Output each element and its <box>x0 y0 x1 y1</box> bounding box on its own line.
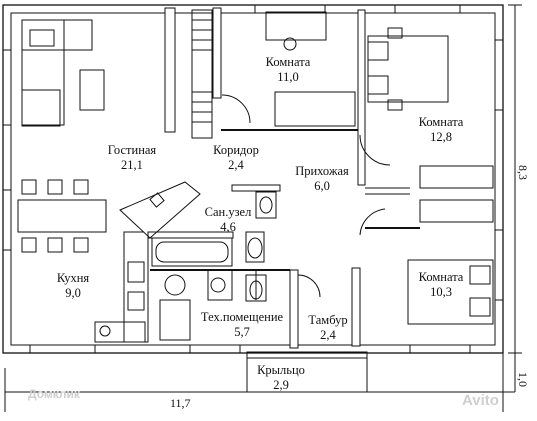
toilet <box>245 231 265 263</box>
room-name: Прихожая <box>295 164 349 178</box>
room-name: Комната <box>418 270 464 284</box>
room-name: Тех.помещение <box>200 310 284 324</box>
wall-room3 <box>351 267 361 347</box>
room-name: Сан.узел <box>204 205 252 219</box>
room-area: 9,0 <box>65 286 81 300</box>
room-area: 4,6 <box>220 220 236 234</box>
room-area: 12,8 <box>430 130 452 144</box>
bathtub <box>151 237 233 267</box>
coffee-table <box>79 69 105 111</box>
room-area: 2,4 <box>320 328 336 342</box>
wardrobe-corridor <box>191 9 213 139</box>
watermark-right: Avito <box>462 392 499 409</box>
room-label-hall: Прихожая 6,0 <box>295 164 349 194</box>
sink <box>255 191 277 219</box>
sofa <box>21 19 65 126</box>
room-label-tech: Тех.помещение 5,7 <box>201 310 283 340</box>
room-label-room2: Комната 12,8 <box>419 115 464 145</box>
room-label-room3: Комната 10,3 <box>419 270 464 300</box>
kitchen-counter <box>123 231 149 343</box>
tech-wall <box>289 269 299 349</box>
room-area: 2,4 <box>228 158 244 172</box>
room-area: 10,3 <box>430 285 452 299</box>
room-area: 21,1 <box>121 158 143 172</box>
outer-wall <box>2 4 504 354</box>
room-label-kitchen: Кухня 9,0 <box>57 271 89 301</box>
room-name: Кухня <box>56 271 90 285</box>
dimension-width: 11,7 <box>170 396 191 410</box>
room3-bed <box>407 259 494 325</box>
dimension-depth: 8,3 <box>516 165 530 180</box>
room-label-vestibule: Тамбур 2,4 <box>308 313 347 343</box>
room-label-porch: Крыльцо 2,9 <box>257 363 305 393</box>
room1-desk <box>265 11 327 41</box>
outer-wall-inner <box>10 12 496 346</box>
diagonal-wall <box>119 181 201 239</box>
room-area: 5,7 <box>234 325 250 339</box>
room2-bed <box>367 35 449 103</box>
dining-table <box>17 199 107 233</box>
wall-room2 <box>357 9 366 186</box>
room-name: Коридор <box>213 143 259 157</box>
watermark-left: Домклик <box>28 387 80 401</box>
dimension-porch-depth: 1,0 <box>516 372 530 387</box>
room1-bed <box>274 91 356 127</box>
room-area: 11,0 <box>277 70 299 84</box>
corridor-wall-right <box>212 7 222 99</box>
room-label-room1: Комната 11,0 <box>266 55 311 85</box>
corridor-wall-left <box>164 7 176 133</box>
room-name: Гостиная <box>107 143 157 157</box>
room-name: Тамбур <box>308 313 348 327</box>
room-name: Комната <box>265 55 311 69</box>
room-area: 6,0 <box>314 179 330 193</box>
room-label-living: Гостиная 21,1 <box>108 143 156 173</box>
boiler <box>164 274 186 296</box>
room-name: Крыльцо <box>257 363 305 377</box>
room-label-corridor: Коридор 2,4 <box>213 143 259 173</box>
room-name: Комната <box>418 115 464 129</box>
wardrobe-rooms <box>419 165 494 189</box>
room-label-bath: Сан.узел 4,6 <box>205 205 252 235</box>
room-area: 2,9 <box>273 378 289 392</box>
